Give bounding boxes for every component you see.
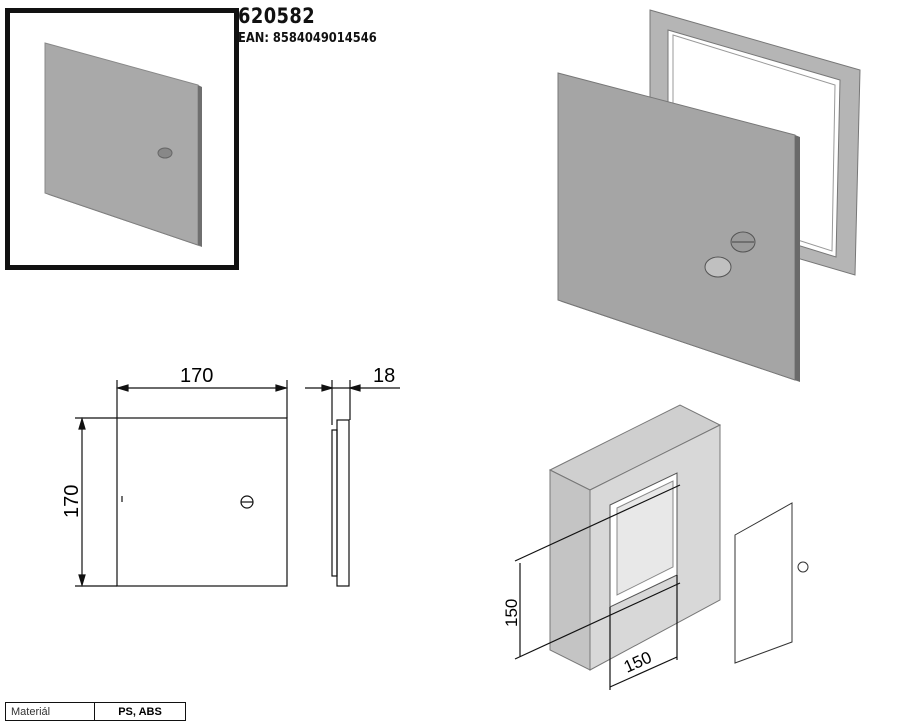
opening-width-label: 150	[621, 648, 655, 677]
installation-render: 150 150	[502, 404, 809, 690]
width-dimension-label: 170	[180, 365, 213, 387]
depth-dimension-label: 18	[373, 365, 395, 387]
material-value: PS, ABS	[94, 702, 186, 721]
table-row: Materiál PS, ABS	[5, 702, 186, 721]
product-render-exploded	[557, 9, 861, 382]
material-label: Materiál	[5, 702, 95, 721]
spec-table: Materiál PS, ABS	[5, 702, 186, 721]
lock-knob-icon	[157, 147, 173, 159]
product-ean: EAN: 8584049014546	[238, 30, 377, 46]
lock-icon	[797, 561, 809, 573]
lock-knob-icon	[704, 256, 732, 278]
product-thumbnail	[5, 8, 239, 270]
door-panel	[557, 72, 800, 382]
product-code: 620582	[238, 4, 316, 28]
opening-height-label: 150	[502, 599, 521, 627]
height-dimension-label: 170	[61, 485, 83, 518]
panel-thumbnail-drawing	[44, 42, 202, 247]
dimension-drawing: 170 18 170	[61, 365, 400, 588]
